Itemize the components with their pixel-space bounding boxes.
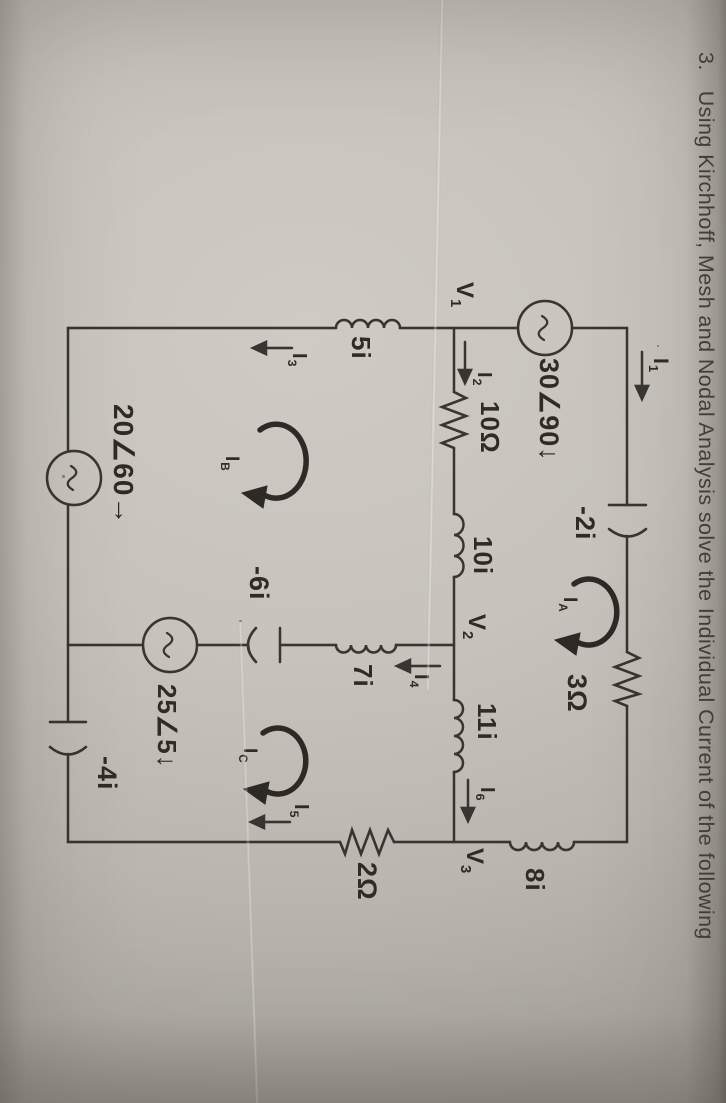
label-current-i1: I1 (645, 358, 672, 373)
capacitor-minus4i-symbol (48, 720, 88, 756)
label-current-i6: I6 (473, 787, 498, 801)
label-inductor-5i: 5i (346, 336, 376, 360)
label-mesh-ic: IC (236, 748, 260, 763)
label-source-30-90: 30∠90↓ (534, 358, 564, 462)
label-mesh-ia: IA (556, 597, 580, 612)
label-capacitor-minus6i: -6i (244, 566, 274, 601)
mesh-arrow-ib (240, 421, 309, 509)
label-inductor-10i: 10i (468, 536, 498, 576)
label-current-i2: I2 (470, 372, 495, 386)
label-capacitor-minus4i: -4i (92, 756, 122, 791)
resistor-2ohm-symbol (338, 825, 396, 858)
paper-speck (62, 475, 65, 478)
inductor-11i-symbol (452, 698, 465, 774)
label-source-20-60: 20∠60→ (108, 404, 139, 526)
label-resistor-2ohm: 2Ω (352, 862, 382, 901)
label-resistor-3ohm: 3Ω (562, 674, 592, 713)
photo-edge-shadow (0, 0, 26, 1103)
current-arrow-i5 (247, 813, 292, 831)
label-capacitor-minus2i: -2i (570, 506, 600, 541)
resistor-10ohm-symbol (438, 390, 470, 450)
label-inductor-11i: 11i (472, 703, 502, 741)
label-current-i3: I3 (285, 353, 310, 367)
paper-speck (657, 345, 659, 347)
mesh-arrow-ia (553, 576, 620, 656)
mesh-arrow-ic (242, 725, 309, 805)
label-resistor-10ohm: 10Ω (475, 401, 505, 454)
ac-source-30-90-symbol (516, 299, 574, 357)
current-arrow-i4 (393, 657, 442, 675)
label-node-v1: V1 (447, 282, 478, 308)
label-inductor-7i: 7i (348, 664, 378, 688)
label-mesh-ib: IB (218, 456, 242, 471)
label-node-v3: V3 (457, 848, 488, 874)
label-current-i5: I5 (287, 804, 312, 818)
capacitor-minus6i-symbol (246, 626, 282, 664)
ac-source-20-60-symbol (45, 449, 103, 507)
label-inductor-8i: 8i (520, 868, 550, 892)
label-node-v2: V2 (459, 614, 490, 640)
current-arrow-i2 (456, 340, 474, 387)
photo-edge-shadow (686, 0, 726, 1103)
current-arrow-i6 (459, 778, 477, 825)
resistor-3ohm-symbol (611, 650, 644, 708)
photo-edge-shadow (0, 1013, 726, 1103)
paper-speck (239, 620, 242, 622)
current-arrow-i1 (633, 350, 651, 403)
inductor-7i-symbol (334, 643, 398, 654)
current-arrow-i3 (249, 339, 294, 357)
capacitor-minus2i-symbol (607, 503, 648, 538)
label-current-i4: I4 (407, 674, 432, 688)
ac-source-25-5-symbol (141, 616, 199, 674)
inductor-5i-symbol (334, 318, 402, 330)
inductor-8i-symbol (508, 840, 576, 852)
label-source-25-5: 25∠5↓ (152, 684, 182, 769)
inductor-10i-symbol (452, 512, 465, 579)
